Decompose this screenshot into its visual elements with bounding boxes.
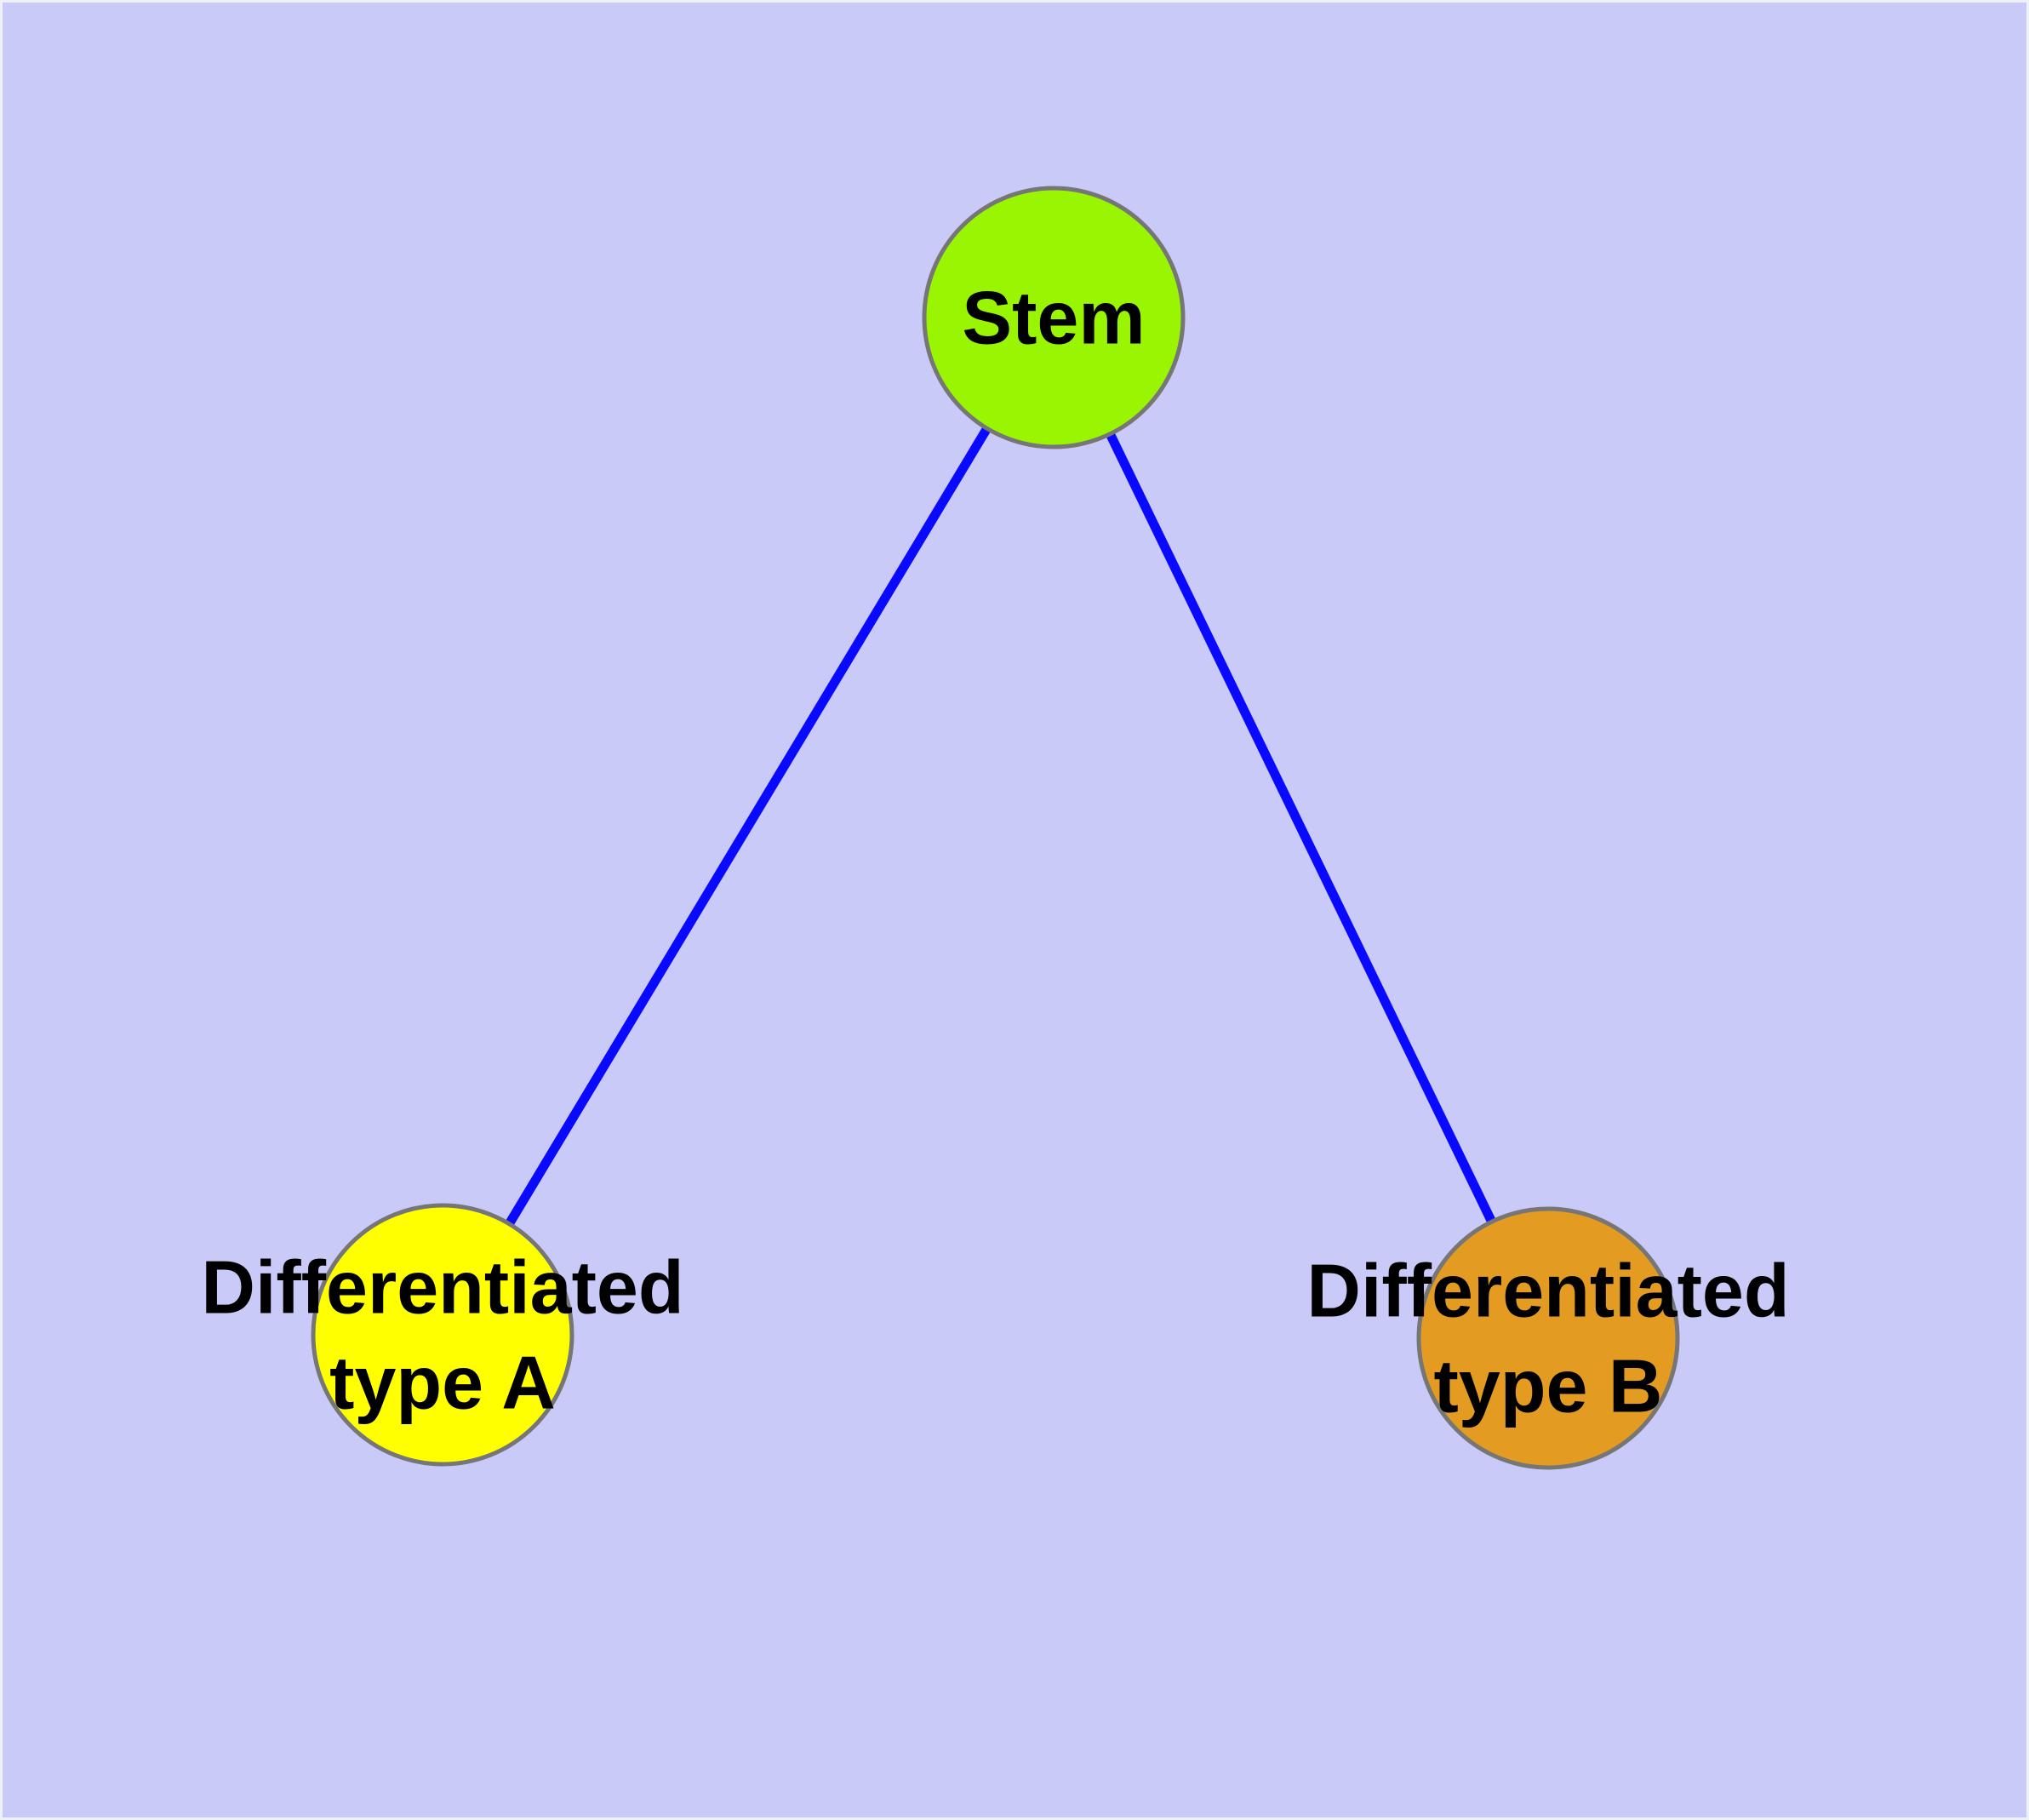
- node-type-b-label-line-2: type B: [1434, 1344, 1663, 1428]
- node-type-b-label-line-1: Differentiated: [1306, 1249, 1789, 1333]
- node-type-b-circle: [1416, 1206, 1680, 1470]
- edge-stem-to-type-a: [438, 315, 1058, 1337]
- node-stem-label: Stem: [962, 276, 1145, 360]
- diagram-canvas: Stem Differentiated type A Differentiate…: [3, 3, 2026, 1817]
- node-type-a-label-line-1: Differentiated: [201, 1245, 683, 1330]
- node-type-a-circle: [311, 1203, 574, 1467]
- node-type-a-label-line-2: type A: [329, 1341, 556, 1425]
- edge-stem-to-type-b: [1049, 315, 1552, 1341]
- node-stem-circle: [922, 186, 1186, 449]
